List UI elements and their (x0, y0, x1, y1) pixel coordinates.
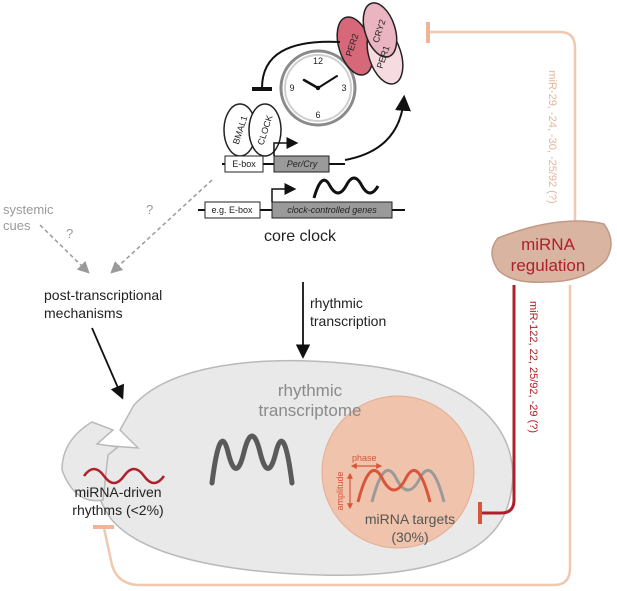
systemic-cues-line2: cues (3, 218, 31, 233)
ccg-box (271, 201, 393, 219)
ccg-promoter-arrow (271, 183, 297, 202)
per-cry-promoter-arrow (273, 137, 299, 156)
targets-line1: miRNA targets (365, 511, 455, 527)
protein-clock (248, 103, 282, 157)
transcriptome-line1: rhythmic (278, 381, 343, 400)
label-ccg: clock-controlled genes (287, 205, 377, 215)
mirna-inhibition-line (480, 285, 516, 515)
protein-cry2 (362, 2, 398, 58)
per-cry-box (273, 155, 330, 173)
systemic-to-post-arrow (39, 224, 90, 274)
clock-num-12: 12 (313, 56, 323, 66)
clock-num-3: 3 (341, 83, 346, 93)
question-mark-1: ? (66, 226, 73, 241)
mirna-driven-fragment (61, 421, 120, 502)
phase-label: phase (352, 453, 377, 463)
driven-line2: rhythms (<2%) (72, 502, 163, 518)
clock-center (315, 85, 321, 91)
clock-num-6: 6 (315, 110, 320, 120)
mir-red-list: miR-122, 22, 25/92, -29 (?) (527, 301, 539, 433)
post-transcriptional-line2: mechanisms (44, 305, 123, 321)
transcriptome-wave (209, 433, 295, 486)
label-eg-ebox: e.g. E-box (211, 205, 253, 215)
liver-shape (491, 220, 612, 283)
core-to-post-arrow (110, 179, 213, 274)
systemic-cues-line1: systemic (3, 202, 54, 217)
core-clock-label: core clock (264, 228, 337, 245)
transcriptome-line2: transcriptome (259, 401, 362, 420)
ebox-box (224, 155, 264, 173)
rhythmic-transcription-line1: rhythmic (310, 295, 363, 311)
clock-minute-hand (317, 75, 338, 89)
feedback-loop-top (428, 30, 577, 235)
clock-num-9: 9 (289, 83, 294, 93)
label-ebox: E-box (232, 159, 256, 169)
amplitude-label: amplitude (335, 471, 345, 510)
mirna-driven-wave (82, 467, 166, 485)
eg-ebox-box (204, 201, 261, 219)
core-inhibition-line (261, 40, 341, 89)
mirna-regulation-line1: miRNA (521, 235, 575, 254)
clock-hour-hand (302, 78, 320, 90)
post-transcriptional-line1: post-transcriptional (44, 287, 162, 303)
mirna-targets-circle (321, 395, 475, 549)
targets-line2: (30%) (391, 529, 428, 545)
mir-top-list: miR-29, -24, -30, -25/92 (?) (546, 70, 558, 203)
feedback-loop-bottom (102, 285, 572, 587)
post-to-driven-arrow (91, 327, 125, 400)
question-mark-2: ? (146, 202, 153, 217)
rhythmic-transcription-line2: transcription (310, 313, 386, 329)
translation-arrow (344, 94, 411, 161)
driven-line1: miRNA-driven (74, 484, 161, 500)
target-wave-grey (370, 469, 446, 503)
target-wave-orange (356, 469, 432, 503)
ccg-wave (312, 176, 380, 199)
mirna-regulation-line2: regulation (511, 256, 586, 275)
label-per-cry: Per/Cry (287, 159, 318, 169)
